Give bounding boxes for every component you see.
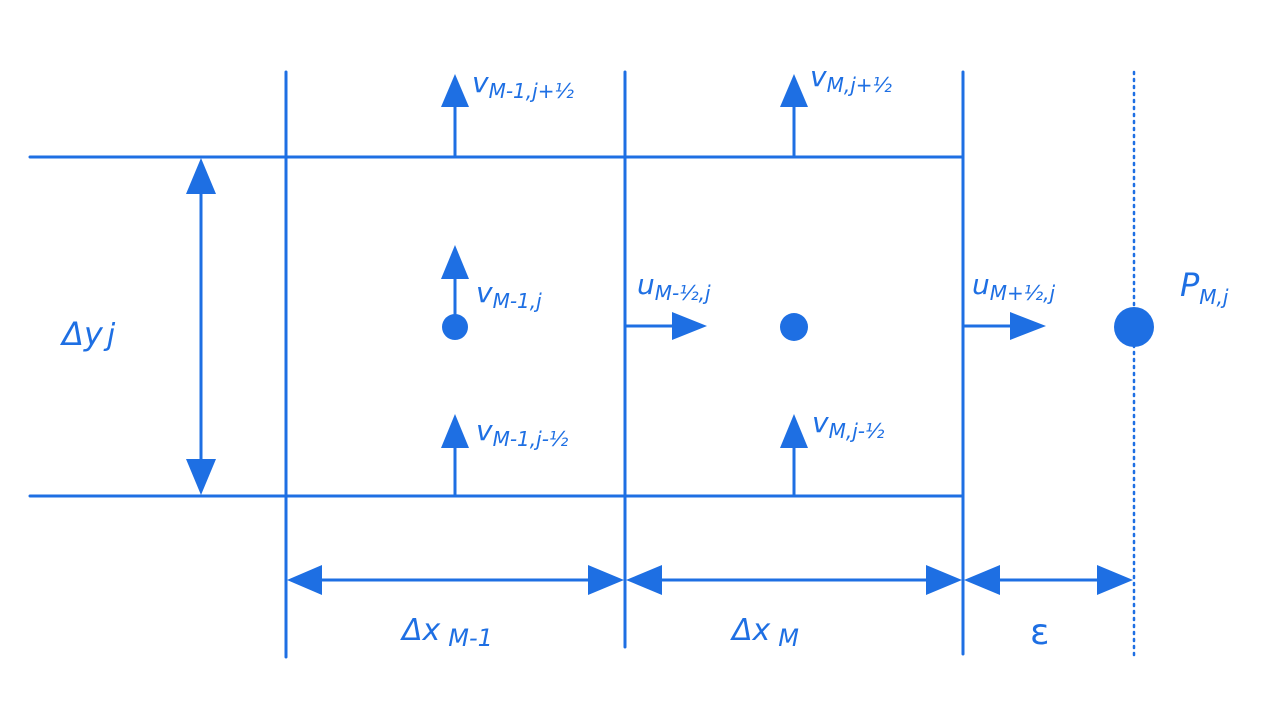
pressure-point xyxy=(1114,307,1154,347)
epsilon-dimension-arrow xyxy=(964,565,1133,595)
cell-centers xyxy=(442,307,1154,347)
cell-center-left xyxy=(442,314,468,340)
u-right-arrow xyxy=(961,312,1046,340)
label-v-bottom-right: vM,j-½ xyxy=(812,406,885,443)
label-u-mid: uM-½,j xyxy=(637,268,711,305)
v-bottom-right-arrow xyxy=(780,414,808,498)
u-mid-arrow xyxy=(623,312,707,340)
label-v-top-right: vM,j+½ xyxy=(810,60,893,97)
v-center-left-arrow xyxy=(441,245,469,328)
label-v-center-left: vM-1,j xyxy=(476,276,542,313)
label-u-right: uM+½,j xyxy=(972,268,1056,305)
v-bottom-left-arrow xyxy=(441,414,469,498)
label-v-top-left: vM-1,j+½ xyxy=(472,66,574,103)
label-v-bottom-left: vM-1,j-½ xyxy=(476,414,569,451)
dx-left-dimension-arrow xyxy=(287,565,624,595)
dy-dimension-arrow xyxy=(186,158,216,495)
v-top-right-arrow xyxy=(780,74,808,159)
grid-lines xyxy=(28,70,1136,659)
v-top-left-arrow xyxy=(441,74,469,159)
cell-center-right xyxy=(780,313,808,341)
dx-right-dimension-arrow xyxy=(626,565,962,595)
label-epsilon: ε xyxy=(1030,612,1049,653)
vectors xyxy=(186,74,1133,595)
labels: vM-1,j+½ vM,j+½ vM-1,j vM-1,j-½ vM,j-½ u… xyxy=(59,60,1229,653)
label-pressure: PM,j xyxy=(1180,266,1229,309)
